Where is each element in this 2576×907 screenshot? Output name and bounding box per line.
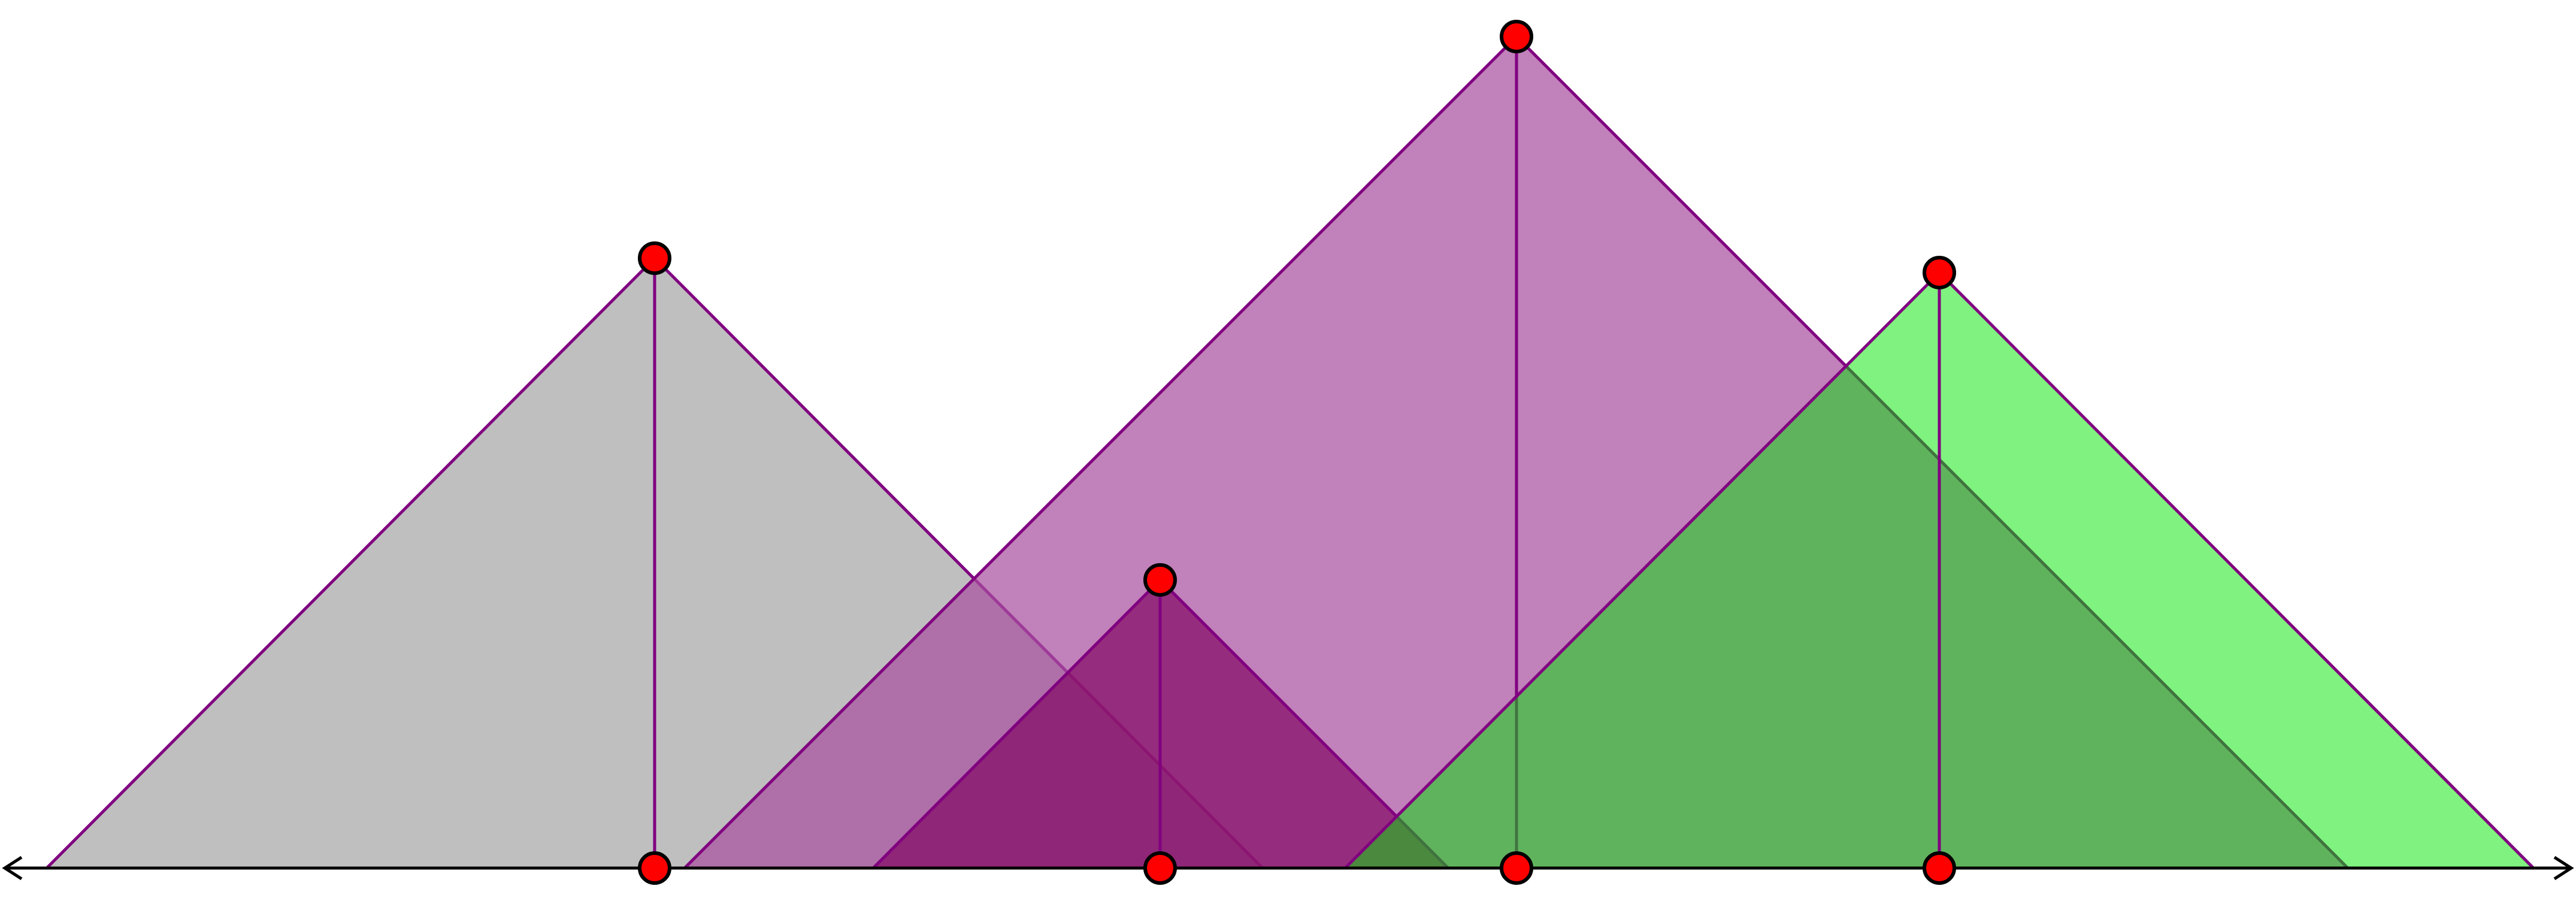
point-layer <box>638 20 1956 885</box>
point-f3[interactable] <box>1143 851 1177 885</box>
axis-left-arrow-icon <box>2 855 23 881</box>
point-p4[interactable] <box>1923 256 1956 289</box>
point-p2[interactable] <box>1500 20 1533 53</box>
point-p1[interactable] <box>638 241 671 275</box>
axis-right-arrow-icon <box>2553 855 2574 881</box>
point-f2[interactable] <box>1500 851 1533 885</box>
point-f1[interactable] <box>638 851 671 885</box>
point-f4[interactable] <box>1923 851 1956 885</box>
number-line <box>2 855 2574 881</box>
point-p3[interactable] <box>1143 563 1177 597</box>
triangle-layer <box>45 35 2535 870</box>
